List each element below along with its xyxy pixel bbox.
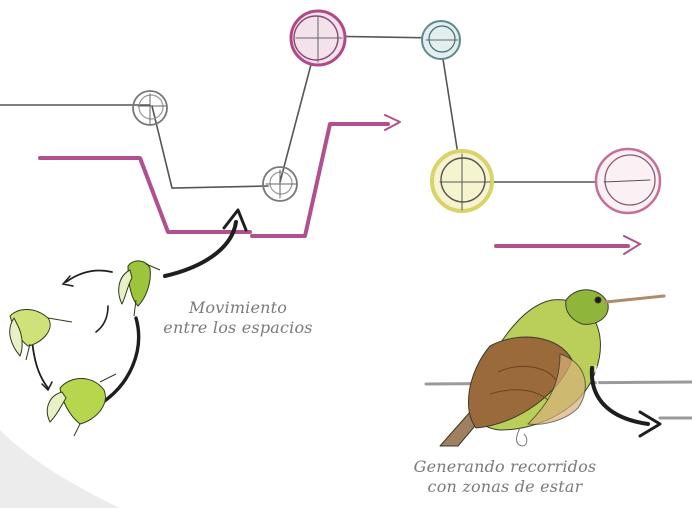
caption-routes: Generando recorridos con zonas de estar: [395, 457, 615, 497]
circle-node-icon: [132, 9, 662, 215]
magenta-route: [38, 114, 401, 238]
caption-movement-line2: entre los espacios: [163, 318, 313, 337]
hummingbird-sketch-icon: [9, 260, 161, 437]
caption-movement-line1: Movimiento: [188, 298, 288, 317]
curved-arrow-icon: [589, 365, 662, 438]
arrow-right-icon: [494, 235, 643, 255]
hummingbird-large: [439, 289, 666, 447]
curved-arrow-icon: [163, 208, 248, 278]
caption-routes-line1: Generando recorridos: [413, 457, 597, 476]
background-swoosh: [0, 430, 120, 508]
caption-movement: Movimiento entre los espacios: [148, 298, 328, 338]
caption-routes-line2: con zonas de estar: [427, 477, 583, 496]
